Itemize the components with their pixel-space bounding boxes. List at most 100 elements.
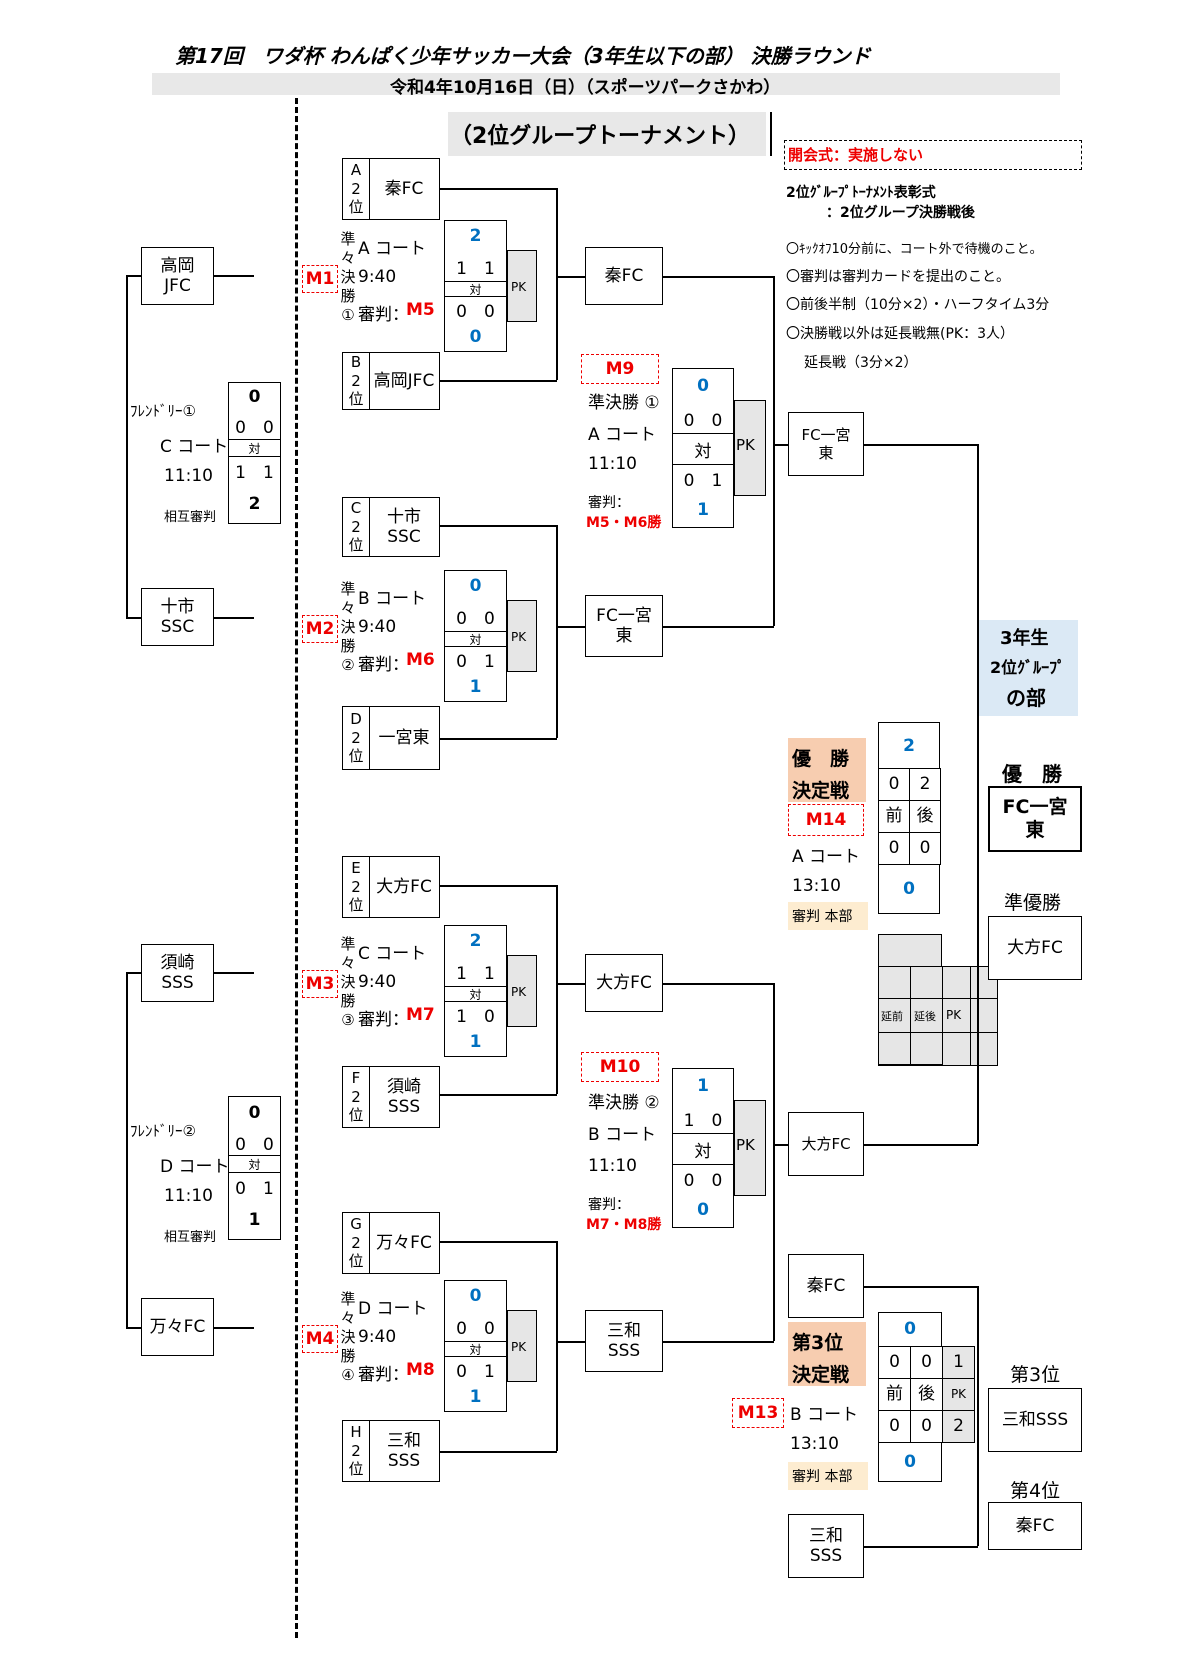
extra-pk-label: PK <box>946 1008 962 1022</box>
friendly1-court: C コート <box>160 437 229 457</box>
score-top: 2 <box>469 226 482 246</box>
score-top: 0 <box>697 376 709 396</box>
m9-ref-label: 審判： <box>588 495 630 511</box>
champion-box: FC一宮 東 <box>988 786 1082 852</box>
seed-label-char: 位 <box>348 1460 364 1479</box>
friendly1-ref: 相互審判 <box>164 510 217 525</box>
third-cell-b2: 0 <box>910 1410 943 1443</box>
score-top: 2 <box>469 931 482 951</box>
score-top: 0 <box>248 1103 261 1123</box>
m1-tag: M1 <box>302 265 338 293</box>
bracket-line <box>556 276 585 278</box>
friendly2-court: D コート <box>160 1157 230 1177</box>
bracket-line <box>663 1341 774 1343</box>
seed-label-char: H <box>350 1422 362 1441</box>
bracket-line <box>440 1094 557 1096</box>
rule-1: 〇ｷｯｸｵﾌ10分前に、コート外で待機のこと。 <box>786 242 1043 257</box>
page-title: 第17回 ワダ杯 わんぱく少年サッカー大会（3年生以下の部） 決勝ラウンド <box>175 44 871 68</box>
score-bottom: 1 <box>248 1210 261 1230</box>
score-bottom: 2 <box>248 494 261 514</box>
third-cell-a1: 0 <box>878 1346 911 1379</box>
score-half1: 0 0 <box>683 410 723 431</box>
bracket-line <box>556 885 558 1094</box>
final-cell-a2: 2 <box>909 768 941 801</box>
runner-box: 大方FC <box>988 916 1082 980</box>
friendly1-score: 0 0 0 対 1 1 2 <box>228 382 281 524</box>
seed-label-char: 2 <box>351 371 361 390</box>
m10-ref: M7・M8勝 <box>586 1217 662 1233</box>
third-cell-mid1: 前 <box>878 1378 911 1411</box>
final-cell-a1: 0 <box>878 768 910 801</box>
seed-label-char: E <box>351 858 361 877</box>
final-cell-b1: 0 <box>878 832 910 865</box>
bracket-line <box>773 276 775 626</box>
m2-tag: M2 <box>302 615 338 643</box>
m10-score: 1 1 0 対 0 0 0 <box>672 1068 734 1228</box>
m3-round: 準 々 決 勝 ③ <box>340 935 356 1030</box>
grid-line <box>878 998 998 999</box>
seed-label-char: A <box>350 160 362 179</box>
bracket-line <box>126 275 141 277</box>
grid-line <box>970 966 971 1066</box>
m9-score: 0 0 0 対 0 1 1 <box>672 368 734 528</box>
final-court: A コート <box>792 847 861 867</box>
left-team-1: 高岡 JFC <box>141 247 214 305</box>
score-vs: 対 <box>673 1133 733 1165</box>
seed-label-char: 2 <box>351 1233 361 1252</box>
friendly2-name: ﾌﾚﾝﾄﾞﾘｰ② <box>130 1122 196 1140</box>
bracket-line <box>556 1241 558 1451</box>
bracket-line <box>214 1327 254 1329</box>
seed-label-char: G <box>350 1214 362 1233</box>
final-score-bottom: 0 <box>903 879 915 899</box>
m1-time: 9:40 <box>358 267 397 287</box>
m3-tag: M3 <box>302 970 338 998</box>
group-label-3: の部 <box>1006 686 1046 710</box>
m1-ref-label: 審判： <box>358 305 409 325</box>
score-h2: 0 1 <box>456 1361 495 1382</box>
score-h1: 0 0 <box>456 608 495 629</box>
rule-4: 〇決勝戦以外は延長戦無(PK：3人） <box>786 326 1014 342</box>
m4-ref: M8 <box>406 1360 435 1380</box>
champion-label: 優 勝 <box>1002 762 1062 786</box>
m10-ref-label: 審判： <box>588 1197 630 1213</box>
final-cell-mid1: 前 <box>878 800 910 833</box>
score-bottom: 1 <box>469 677 482 697</box>
group-label-2: 2位ｸﾞﾙｰﾌﾟ <box>990 658 1066 677</box>
divider-line <box>295 98 298 1638</box>
bracket-line <box>440 525 557 527</box>
final-title-1: 優 勝 <box>792 748 850 770</box>
score-vs: 対 <box>445 281 506 297</box>
bracket-line <box>864 444 978 446</box>
score-vs: 対 <box>673 433 733 465</box>
subtitle-rule <box>770 112 772 156</box>
bracket-line <box>126 972 128 1327</box>
friendly2-score: 0 0 0 対 0 1 1 <box>228 1096 281 1240</box>
qf-winner-2: FC一宮 東 <box>585 595 663 657</box>
qf-winner-4: 三和 SSS <box>585 1310 663 1372</box>
m3-court: C コート <box>358 944 427 964</box>
m3-pk-label: PK <box>511 985 527 999</box>
seed-label-char: 2 <box>351 728 361 747</box>
m13-tag: M13 <box>732 1398 784 1428</box>
third-score-bottom: 0 <box>904 1452 916 1472</box>
runner-label: 準優勝 <box>1004 892 1062 914</box>
bracket-line <box>440 1451 557 1453</box>
final-title-bg <box>788 738 866 802</box>
bracket-line <box>214 617 254 619</box>
third-title-1: 第3位 <box>792 1332 844 1354</box>
m4-tag: M4 <box>302 1325 338 1353</box>
friendly1-name: ﾌﾚﾝﾄﾞﾘｰ① <box>130 402 196 420</box>
score-half2: 0 1 <box>235 1178 274 1199</box>
left-team-3: 須崎 SSS <box>141 944 214 1002</box>
seed-label-char: 位 <box>348 198 364 217</box>
score-top: 1 <box>697 1076 709 1096</box>
